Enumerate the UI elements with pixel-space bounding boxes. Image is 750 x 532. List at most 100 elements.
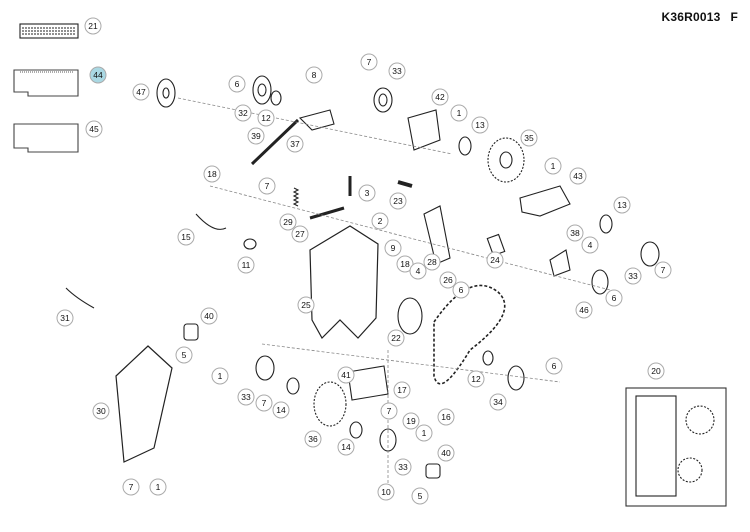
callout-number: 40	[204, 311, 214, 321]
callout-bubble	[337, 366, 355, 384]
plate-hole	[257, 83, 267, 97]
callout-bubble	[647, 362, 665, 380]
callout-number: 13	[475, 120, 485, 130]
fork-28	[423, 205, 451, 265]
callout-bubble	[437, 444, 455, 462]
callout-number: 33	[628, 271, 638, 281]
part-callout-17: 17	[393, 381, 411, 399]
callout-number: 9	[391, 243, 396, 253]
plate-32	[252, 75, 272, 105]
callout-bubble	[388, 62, 406, 80]
part-callout-32: 32	[234, 104, 252, 122]
flange-34	[507, 365, 525, 391]
part-callout-7: 7	[380, 402, 398, 420]
callout-bubble	[247, 127, 265, 145]
cover-30	[115, 345, 173, 463]
bracket-42	[407, 109, 441, 151]
callout-number: 24	[490, 255, 500, 265]
callout-bubble	[234, 104, 252, 122]
bearing-13	[458, 136, 472, 156]
part-callout-6: 6	[228, 75, 246, 93]
callout-bubble	[56, 309, 74, 327]
part-callout-5: 5	[411, 487, 429, 505]
callout-number: 36	[308, 434, 318, 444]
callout-number: 7	[367, 57, 372, 67]
callout-bubble	[228, 75, 246, 93]
callout-bubble	[211, 367, 229, 385]
callout-number: 31	[60, 313, 70, 323]
callout-number: 38	[570, 228, 580, 238]
part-callout-27: 27	[291, 225, 309, 243]
callout-number: 1	[218, 371, 223, 381]
callout-number: 10	[381, 487, 391, 497]
part-callout-26: 26	[439, 271, 457, 289]
callout-number: 13	[617, 200, 627, 210]
assembly-body	[635, 395, 677, 497]
washer-7	[640, 241, 660, 267]
part-callout-45: 45	[85, 120, 103, 138]
callout-number: 6	[459, 285, 464, 295]
part-callout-3: 3	[358, 184, 376, 202]
part-callout-33: 33	[624, 267, 642, 285]
part-callout-6: 6	[452, 281, 470, 299]
part-callout-47: 47	[132, 83, 150, 101]
callout-number: 7	[661, 265, 666, 275]
callout-bubble	[89, 66, 107, 84]
part-callout-7: 7	[654, 261, 672, 279]
part-callout-14: 14	[337, 438, 355, 456]
pin-23	[397, 180, 413, 188]
clutch-22	[397, 297, 423, 335]
part-callout-38: 38	[566, 224, 584, 242]
callout-bubble	[85, 120, 103, 138]
part-callout-22: 22	[387, 329, 405, 347]
part-callout-2: 2	[371, 212, 389, 230]
callout-number: 5	[418, 491, 423, 501]
assembly-gear	[677, 457, 703, 483]
assembly-20	[625, 387, 727, 507]
bracket-43	[519, 185, 571, 217]
callout-bubble	[467, 370, 485, 388]
callout-bubble	[520, 129, 538, 147]
callout-bubble	[581, 236, 599, 254]
callout-bubble	[337, 438, 355, 456]
callout-number: 40	[441, 448, 451, 458]
spring-29	[292, 187, 300, 207]
bearing-13b	[599, 214, 613, 234]
part-callout-33: 33	[237, 388, 255, 406]
part-callout-34: 34	[489, 393, 507, 411]
part-callout-43: 43	[569, 167, 587, 185]
callout-bubble	[132, 83, 150, 101]
callout-bubble	[409, 262, 427, 280]
callout-bubble	[177, 228, 195, 246]
chain	[433, 284, 506, 385]
part-callout-9: 9	[384, 239, 402, 257]
assembly-sprocket	[685, 405, 715, 435]
part-callout-6: 6	[545, 357, 563, 375]
part-callout-24: 24	[486, 251, 504, 269]
callout-bubble	[371, 212, 389, 230]
callout-bubble	[389, 192, 407, 210]
callout-number: 8	[312, 70, 317, 80]
part-callout-40: 40	[200, 307, 218, 325]
bearing-14	[286, 377, 300, 395]
clamp-11	[243, 238, 257, 250]
callout-bubble	[92, 402, 110, 420]
callout-bubble	[489, 393, 507, 411]
callout-bubble	[175, 346, 193, 364]
callout-number: 1	[457, 108, 462, 118]
part-callout-31: 31	[56, 309, 74, 327]
part-callout-13: 13	[471, 116, 489, 134]
callout-number: 7	[129, 482, 134, 492]
callout-number: 19	[406, 416, 416, 426]
callout-bubble	[544, 157, 562, 175]
callout-bubble	[291, 225, 309, 243]
callout-bubble	[384, 239, 402, 257]
link-27	[309, 206, 345, 220]
callout-number: 27	[295, 229, 305, 239]
part-callout-4: 4	[581, 236, 599, 254]
part-callout-29: 29	[279, 213, 297, 231]
callout-number: 37	[290, 139, 300, 149]
part-callout-36: 36	[304, 430, 322, 448]
part-callout-41: 41	[337, 366, 355, 384]
